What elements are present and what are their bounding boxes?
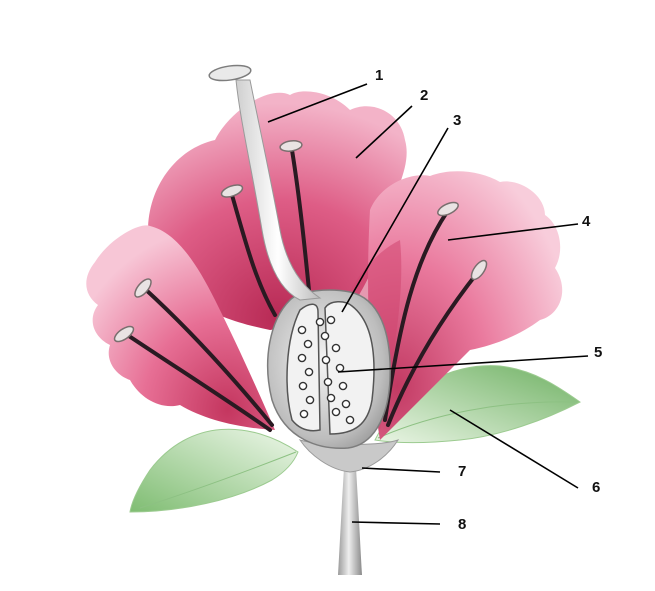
ovule [298,381,308,391]
label-2: 2 [420,87,428,104]
ovary-locule-right [324,301,375,435]
ovule [326,315,336,325]
label-line-7 [361,467,441,473]
ovule [341,399,351,409]
number-labels: 1 2 3 4 5 6 7 8 [375,67,602,533]
sepal-leaf-right-vein [377,401,576,439]
petal-left [86,225,276,430]
label-4: 4 [582,213,591,230]
ovule [320,331,330,341]
ovule [345,415,355,425]
ovule [335,363,345,373]
ovule [326,393,336,403]
anther-4 [470,259,488,281]
ovule [299,409,309,419]
label-7: 7 [458,463,466,480]
filament-2 [230,193,277,317]
label-3: 3 [453,112,461,129]
anther-6 [113,325,135,343]
label-line-4 [447,223,579,241]
ovule [297,325,307,335]
anther-1 [279,140,303,152]
label-1: 1 [375,67,383,84]
stamens [124,148,480,432]
label-8: 8 [458,516,466,533]
ovule [323,377,333,387]
ovule [321,355,331,365]
ovule [305,395,315,405]
ovule [331,343,341,353]
anther-5 [134,278,152,298]
petal-right [368,171,563,440]
anther-2 [220,184,244,198]
filament-3 [383,210,449,422]
label-line-5 [337,355,589,373]
label-line-2 [355,105,413,159]
stigma [208,64,252,82]
label-5: 5 [594,344,602,361]
ovule [303,339,313,349]
style [235,79,322,301]
anther-3 [437,201,459,217]
ovule [338,381,348,391]
sepal-leaf-left-vein [139,451,297,509]
label-line-8 [351,521,441,525]
label-line-3 [341,127,449,313]
filament-4 [386,270,480,427]
filament-6 [124,332,272,432]
label-lines [267,83,589,525]
petal-back [148,91,407,330]
label-line-6 [449,409,579,489]
ovule [315,317,325,327]
sepal-leaf-left [129,428,299,513]
filament-5 [142,286,274,427]
ovule [297,353,307,363]
filament-1 [290,148,312,302]
ovule [304,367,314,377]
label-line-1 [267,83,368,123]
stem [338,468,362,575]
label-6: 6 [592,479,600,496]
ovule [331,407,341,417]
anthers [113,140,488,343]
ovules [297,315,355,425]
